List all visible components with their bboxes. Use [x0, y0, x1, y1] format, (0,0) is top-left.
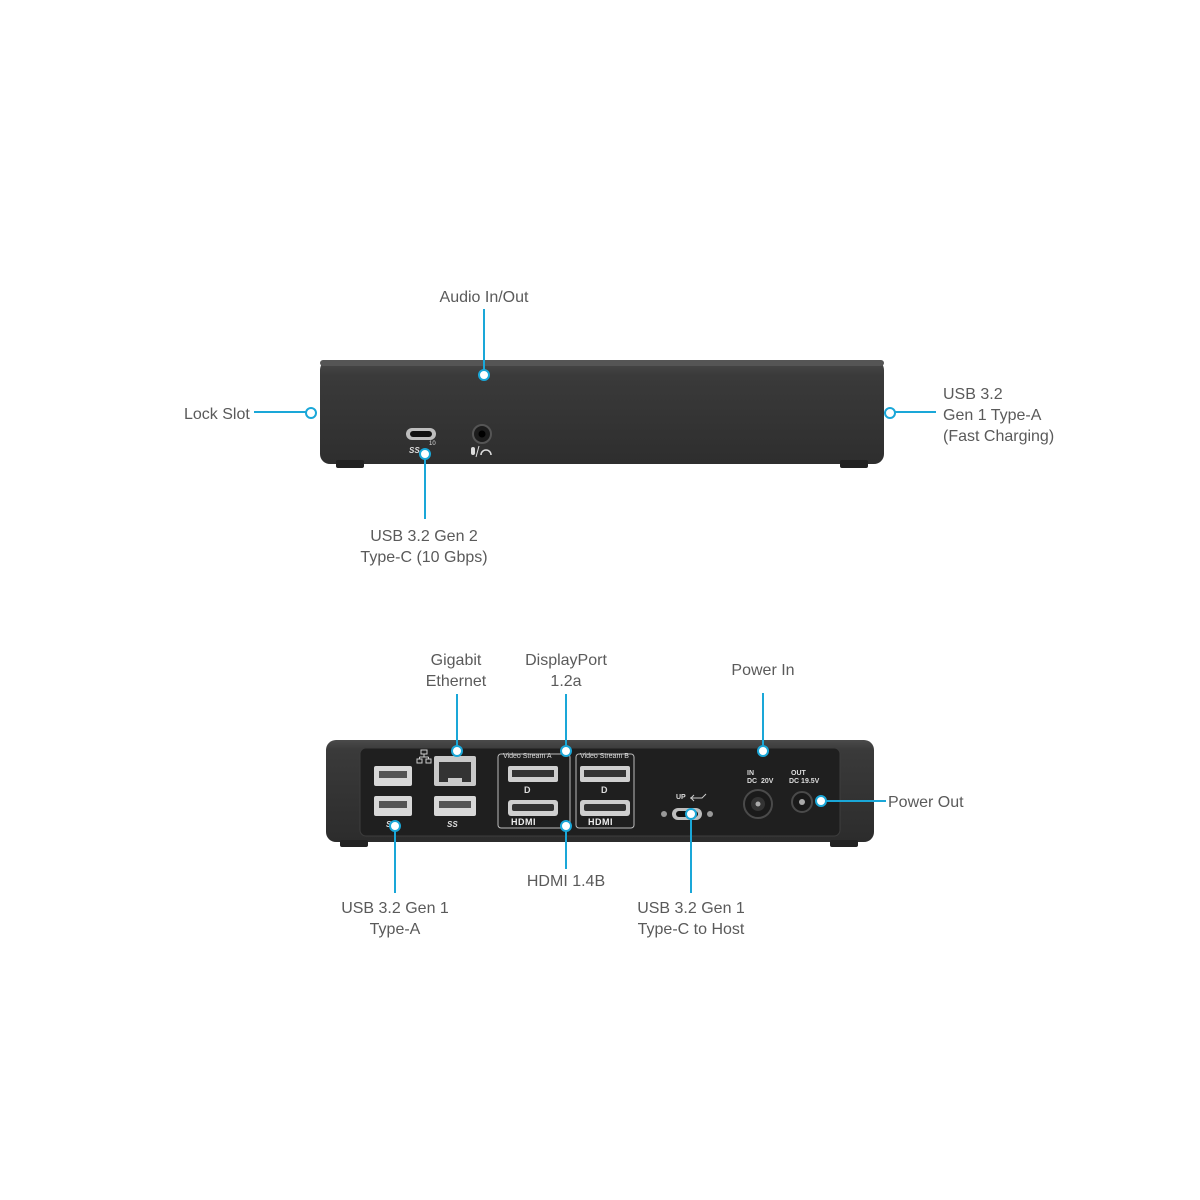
callout-line-audio	[483, 309, 485, 371]
rear-ethernet-port	[434, 756, 476, 786]
label-power-out: Power Out	[888, 794, 964, 811]
usb-c-speed-mark: 10	[429, 441, 436, 447]
callout-dot-audio	[478, 369, 490, 381]
usb-ss-mark-b: SS	[447, 820, 458, 829]
callout-dot-power-in	[757, 745, 769, 757]
power-out-dc-mark: DC 19.5V	[789, 778, 820, 785]
rear-power-in-jack	[743, 789, 773, 819]
label-power-in: Power In	[731, 662, 795, 679]
callout-line-lock-slot	[254, 411, 306, 413]
callout-dot-displayport	[560, 745, 572, 757]
network-icon	[416, 749, 432, 764]
video-stream-b-group	[575, 753, 635, 829]
rear-usb-a-single	[434, 796, 476, 816]
video-stream-a-label: Video Stream A	[503, 753, 552, 760]
callout-line-usb-a	[394, 831, 396, 893]
rear-dock-body	[326, 740, 874, 847]
front-audio-jack	[472, 424, 492, 444]
callout-line-hdmi	[565, 831, 567, 869]
video-stream-a-group	[497, 753, 571, 829]
usb-c-ss-mark: SS	[409, 446, 420, 455]
label-usb-a-gen1: USB 3.2 Gen 1 Type-A	[341, 900, 449, 938]
callout-dot-usb-a-fast	[884, 407, 896, 419]
video-stream-b-label: Video Stream B	[580, 753, 629, 760]
callout-line-usb-a-fast	[894, 411, 936, 413]
callout-dot-lock-slot	[305, 407, 317, 419]
label-lock-slot: Lock Slot	[184, 406, 250, 423]
callout-line-ethernet	[456, 694, 458, 746]
power-out-mark: OUT	[791, 770, 806, 777]
usb-c-up-mark: UP	[676, 794, 686, 801]
label-usb-c-host: USB 3.2 Gen 1 Type-C to Host	[637, 900, 745, 938]
front-dock-body	[320, 360, 884, 468]
label-usb-a-fast-charging: USB 3.2 Gen 1 Type-A (Fast Charging)	[943, 386, 1055, 445]
headset-mic-icon	[471, 445, 492, 458]
label-usb-c-gen2: USB 3.2 Gen 2 Type-C (10 Gbps)	[360, 528, 488, 566]
power-in-dc-mark: DC 20V	[747, 778, 774, 785]
callout-line-power-in	[762, 693, 764, 745]
power-in-mark: IN	[747, 770, 754, 777]
hdmi-logo-a: HDMI	[511, 817, 536, 827]
label-gigabit-ethernet: Gigabit Ethernet	[425, 652, 487, 690]
callout-line-power-out	[826, 800, 886, 802]
usb-upstream-icon	[690, 793, 707, 802]
hdmi-logo-b: HDMI	[588, 817, 613, 827]
callout-line-displayport	[565, 694, 567, 746]
label-audio-in-out: Audio In/Out	[439, 289, 529, 306]
callout-dot-ethernet	[451, 745, 463, 757]
callout-line-usb-c-host	[690, 819, 692, 893]
front-usb-c-port	[406, 428, 436, 440]
label-hdmi: HDMI 1.4B	[526, 873, 606, 890]
dp-logo-a: D	[524, 785, 531, 795]
callout-line-usb-c-gen2	[424, 459, 426, 519]
dp-logo-b: D	[601, 785, 608, 795]
rear-usb-a-pair	[374, 766, 412, 816]
label-displayport: DisplayPort 1.2a	[525, 652, 607, 690]
rear-power-out-jack	[791, 791, 813, 813]
